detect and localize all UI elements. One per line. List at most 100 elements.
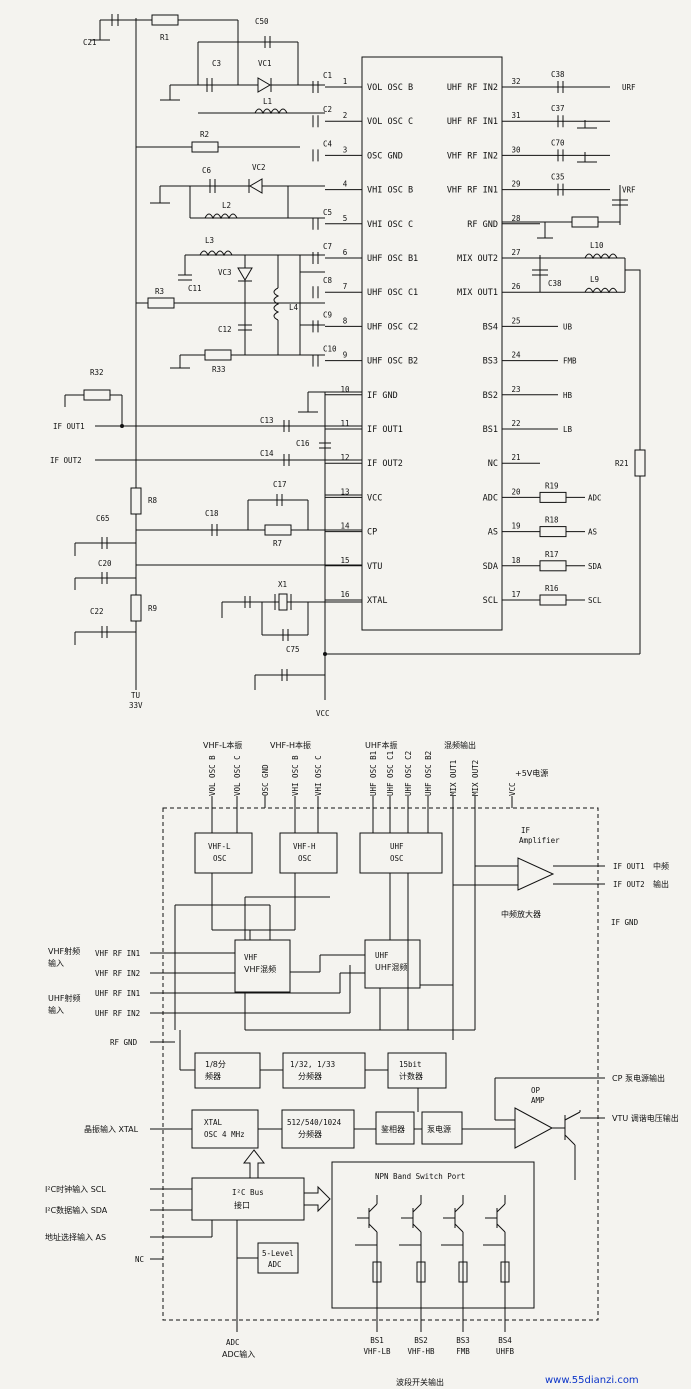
label-c22: C22	[90, 607, 104, 616]
adc-5level-block	[257, 1242, 299, 1274]
if-out2-cn: 输出	[653, 879, 669, 889]
pin-name: VTU	[367, 562, 382, 572]
r3-resistor	[147, 297, 175, 309]
pin-name: BS4	[483, 322, 498, 332]
div8-l1: 1/8分	[205, 1060, 226, 1069]
label-c50: C50	[255, 17, 269, 26]
pin-number: 16	[340, 590, 350, 599]
top-pin-label: VHI OSC C	[314, 755, 323, 796]
i2c-to-bandswitch-arrow	[303, 1185, 331, 1213]
label-c14: C14	[260, 449, 274, 458]
label-c13: C13	[260, 416, 274, 425]
group-vhfl: VHF-L本振	[203, 740, 242, 750]
ic-boundary	[162, 807, 599, 1321]
counter-l2: 计数器	[399, 1071, 423, 1081]
vc3-varactor	[237, 267, 253, 281]
label-c16: C16	[296, 439, 310, 448]
pin-number: 20	[511, 487, 521, 496]
vhfh-osc-l1: VHF-H	[293, 842, 316, 851]
if-amplifier	[517, 857, 555, 891]
label-r8: R8	[148, 496, 158, 505]
label-c75: C75	[286, 645, 300, 654]
label-r2: R2	[200, 130, 209, 139]
label-vc2: VC2	[252, 163, 266, 172]
pin-number: 21	[511, 453, 520, 462]
label-c11: C11	[188, 284, 202, 293]
pin-name: VHF RF IN1	[447, 186, 498, 196]
pin-number: 31	[511, 111, 520, 120]
top-pin-label: OSC GND	[261, 764, 270, 796]
vc2-varactor	[249, 178, 263, 194]
net-tu: TU	[131, 691, 140, 700]
pin-number: 30	[511, 145, 521, 154]
charge-pump-block	[421, 1111, 463, 1145]
pin-net-label: UB	[563, 322, 573, 331]
pin-name: IF GND	[367, 391, 398, 401]
vhfh-osc-block	[279, 832, 338, 874]
pin-cap-label: C4	[323, 139, 333, 148]
rf-gnd-label: RF GND	[110, 1038, 138, 1047]
op-amp-l2: AMP	[531, 1096, 545, 1105]
pin-cap-label: C5	[323, 208, 332, 217]
pin-number: 17	[511, 590, 520, 599]
plus5v-label: +5V电源	[515, 768, 548, 778]
vc1-varactor	[257, 77, 271, 93]
op-amp	[514, 1107, 554, 1149]
pin-number: 23	[511, 385, 520, 394]
l4-inductor	[273, 287, 280, 321]
pin-part-label: C35	[551, 173, 565, 182]
r8-resistor	[130, 487, 142, 515]
r2-resistor	[191, 141, 219, 153]
pin-resistor	[539, 594, 567, 606]
sda-input-label: I²C数据输入 SDA	[45, 1205, 108, 1215]
top-pin-label: MIX OUT2	[471, 760, 480, 796]
top-pin-label: UHF OSC C2	[404, 751, 413, 796]
pin-name: IF OUT1	[367, 425, 403, 435]
label-vc1: VC1	[258, 59, 272, 68]
pin-part-label: R18	[545, 516, 559, 525]
pin-name: VOL OSC C	[367, 117, 413, 127]
pin-number: 27	[511, 248, 520, 257]
if-out1-label: IF OUT1	[613, 862, 645, 871]
pin-name: SCL	[483, 596, 498, 606]
pin-net-label: SCL	[588, 596, 602, 605]
npn-label: NPN Band Switch Port	[375, 1172, 465, 1181]
div8-block	[194, 1052, 261, 1089]
net-if-out2: IF OUT2	[50, 456, 82, 465]
pin-net-label: FMB	[563, 357, 577, 366]
pin-net-label: ADC	[588, 493, 602, 502]
if-amp-cn: 中频放大器	[501, 909, 541, 919]
pin-name: UHF OSC B2	[367, 357, 418, 367]
l3-inductor	[199, 250, 233, 257]
xtal-osc-block	[191, 1109, 259, 1149]
label-r1: R1	[160, 33, 169, 42]
adc-input-l1: ADC	[226, 1338, 240, 1347]
pin-resistor	[539, 560, 567, 572]
pin-inductor	[584, 287, 618, 294]
label-c17: C17	[273, 480, 287, 489]
rf-pin-label: VHF RF IN1	[95, 949, 140, 958]
counter-block	[387, 1052, 447, 1089]
pin-part-label: L9	[590, 275, 599, 284]
if-amp-l2: Amplifier	[519, 836, 560, 845]
pin-name: VOL OSC B	[367, 83, 413, 93]
r33-resistor	[204, 349, 232, 361]
pin-inductor	[584, 253, 618, 260]
l2-inductor	[204, 213, 238, 220]
bs-sub-label: VHF-HB	[407, 1347, 435, 1356]
divsel-l1: 512/540/1024	[287, 1118, 342, 1127]
rf-pin-label: UHF RF IN1	[95, 989, 140, 998]
label-r9: R9	[148, 604, 157, 613]
pin-name: BS3	[483, 357, 498, 367]
divsel-l2: 分频器	[298, 1129, 322, 1139]
pin-part-label: C37	[551, 104, 565, 113]
pin-number: 25	[511, 316, 520, 325]
pin-resistor	[539, 526, 567, 538]
ic-body	[361, 56, 503, 631]
pin-number: 7	[343, 282, 348, 291]
uhf-mix-l2: UHF混频	[375, 962, 407, 972]
pin-number: 1	[343, 77, 348, 86]
pin-part-label: R19	[545, 481, 559, 490]
